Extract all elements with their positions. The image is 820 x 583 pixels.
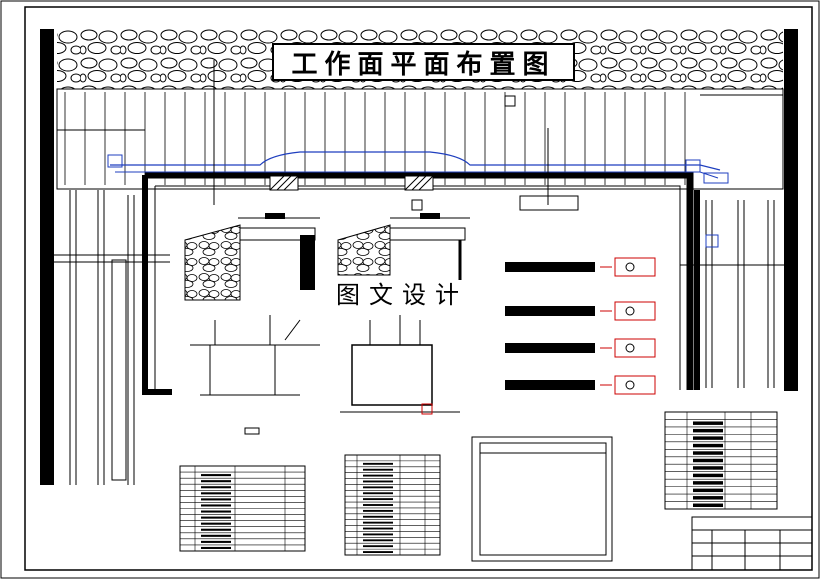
title-block (691, 516, 813, 571)
section-a (184, 213, 320, 301)
drawing-title-box: 工作面平面布置图 (272, 43, 575, 81)
inner-border (24, 6, 813, 571)
machine-details (505, 257, 656, 395)
cycle-chart (471, 436, 613, 562)
right-wall (784, 29, 798, 391)
left-roadway (40, 190, 170, 485)
data-tables (179, 411, 778, 556)
section-b (337, 213, 470, 280)
roadway-outer (145, 171, 694, 390)
watermark-text: 图文设计 (336, 281, 468, 309)
front-view-2 (340, 315, 460, 415)
left-wall (40, 29, 54, 485)
drawing-title: 工作面平面布置图 (291, 49, 556, 80)
front-view-1 (190, 315, 320, 435)
right-roadway (680, 200, 798, 388)
